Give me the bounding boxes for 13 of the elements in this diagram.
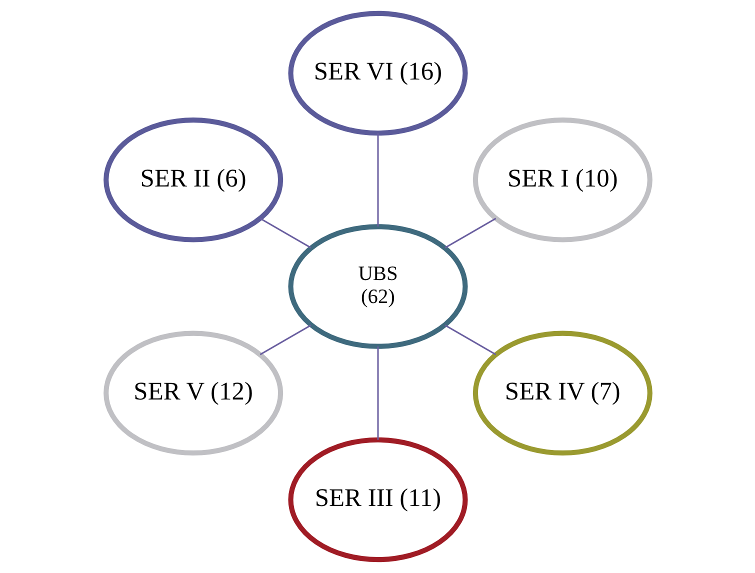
node-ellipse: SER I (10) bbox=[472, 117, 652, 242]
node-ellipse: SER IV (7) bbox=[472, 330, 652, 456]
node-ellipse: SER II (6) bbox=[103, 117, 283, 242]
node-ellipse: SER VI (16) bbox=[288, 10, 468, 136]
node-ellipse: SER V (12) bbox=[103, 330, 283, 456]
node-ellipse: SER III (11) bbox=[288, 437, 468, 562]
connector bbox=[259, 218, 311, 248]
connector bbox=[444, 324, 496, 356]
connector bbox=[376, 346, 378, 440]
connector bbox=[444, 218, 496, 248]
connector bbox=[259, 324, 311, 356]
node-ellipse: UBS (62) bbox=[288, 224, 468, 349]
connector bbox=[376, 133, 378, 227]
